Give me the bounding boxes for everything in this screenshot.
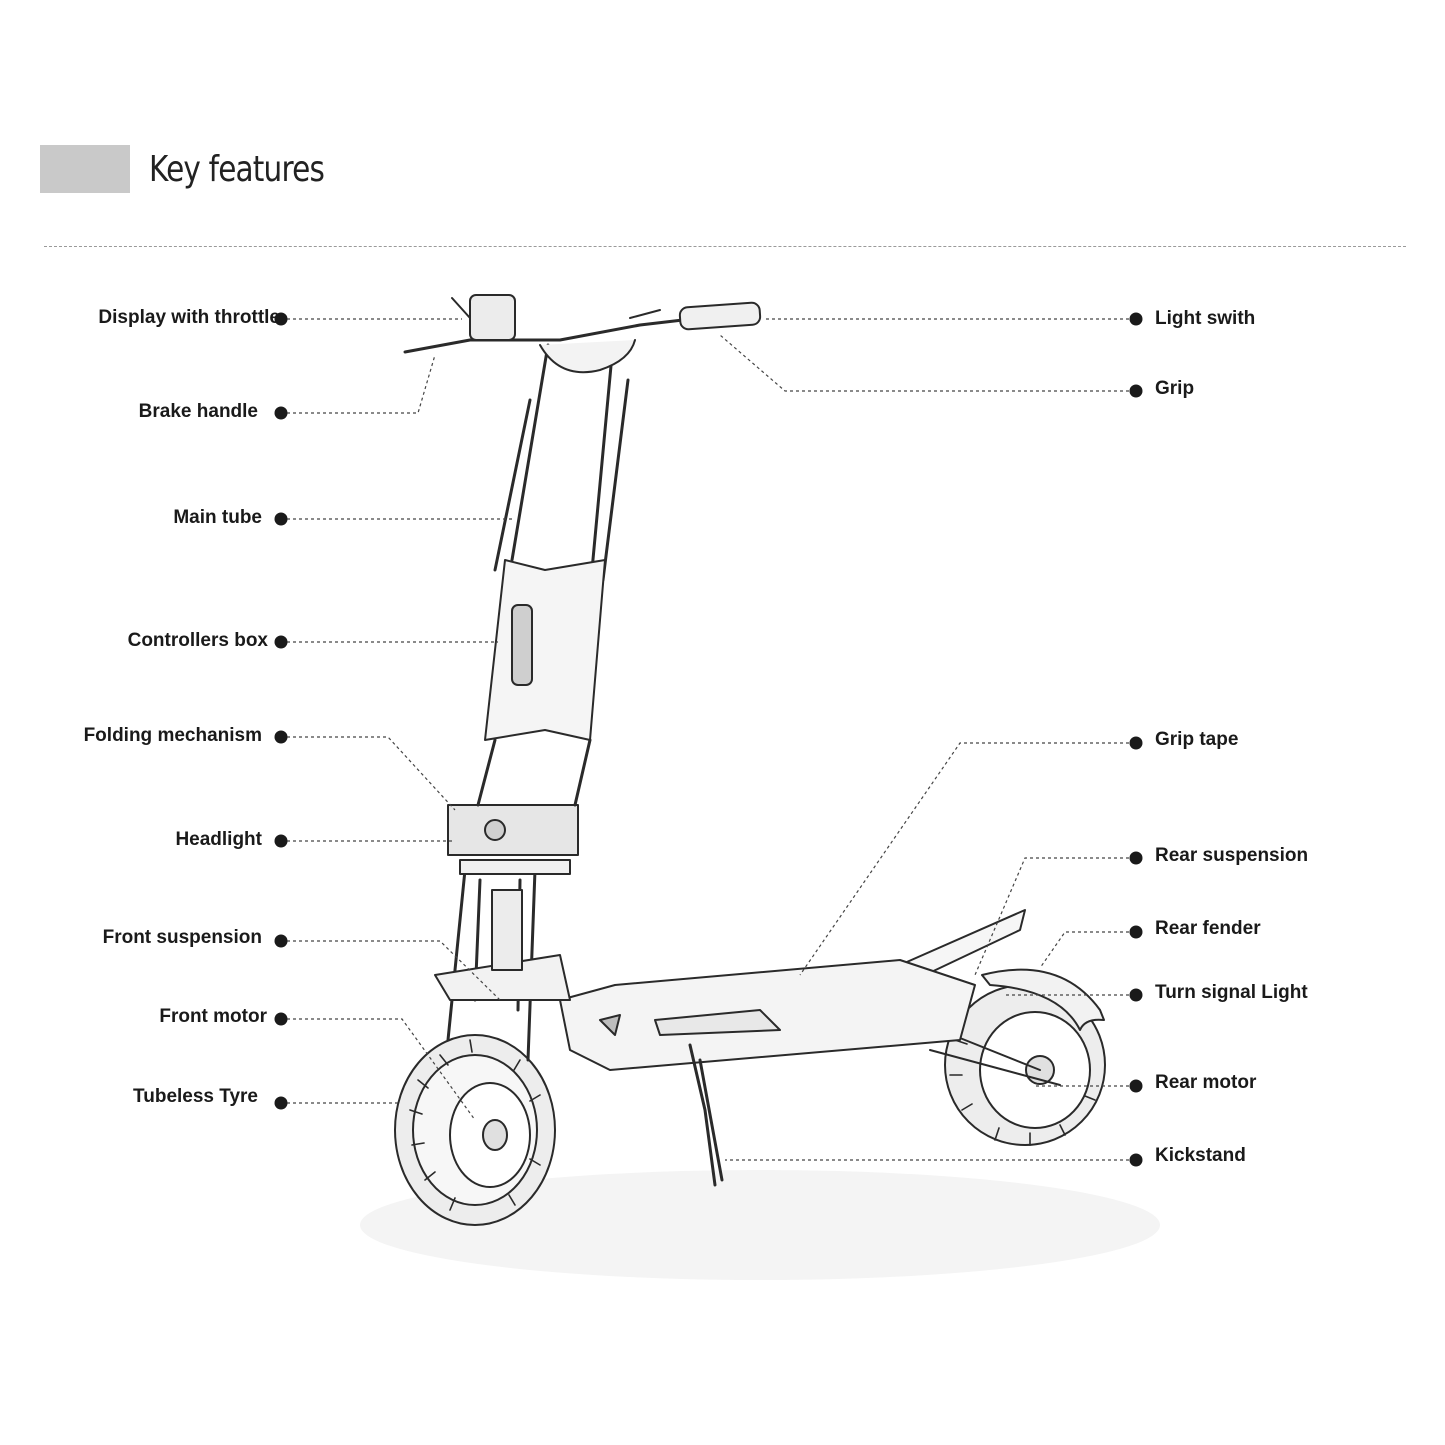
label-brake-handle: Brake handle [138,401,258,422]
bullet-turn-signal [1129,988,1143,1002]
leader-rear-suspension [974,857,1129,976]
rear-wheel [944,984,1106,1146]
leader-grip [719,334,1129,392]
folding-mechanism [447,804,579,856]
header-divider [44,246,1406,247]
label-front-suspension: Front suspension [102,927,262,948]
leader-front-motor [287,1018,476,1121]
bullet-headlight [274,834,288,848]
kickstand [688,1043,724,1187]
main-tube [493,343,630,582]
leader-lines [287,318,1129,1161]
deck [559,959,976,1071]
page-title: Key features [149,149,325,190]
handlebar [403,316,702,354]
bullet-rear-suspension [1129,851,1143,865]
bullet-grip-tape [1129,736,1143,750]
bullet-kickstand [1129,1153,1143,1167]
header-color-block [40,145,130,193]
bullets [274,312,1143,1167]
leader-folding [287,736,456,811]
bullet-grip [1129,384,1143,398]
label-front-motor: Front motor [159,1006,267,1027]
label-rear-fender: Rear fender [1155,918,1261,939]
label-kickstand: Kickstand [1155,1145,1246,1166]
label-light-swith: Light swith [1155,308,1256,329]
bullet-display [274,312,288,326]
label-grip-tape: Grip tape [1155,729,1239,750]
scooter-illustration [394,294,1106,1226]
display [469,294,516,341]
bullet-controllers [274,635,288,649]
label-folding-mechanism: Folding mechanism [83,725,262,746]
leader-grip-tape [799,742,1129,976]
bullet-front-motor [274,1012,288,1026]
label-display-with-throttle: Display with throttle [98,307,280,328]
bullet-tyre [274,1096,288,1110]
label-turn-signal-light: Turn signal Light [1155,982,1308,1003]
bullet-main-tube [274,512,288,526]
bullet-light-switch [1129,312,1143,326]
leader-brake [287,354,436,414]
ground-shadow [360,1170,1160,1280]
label-main-tube: Main tube [173,507,262,528]
label-rear-motor: Rear motor [1155,1072,1257,1093]
bullet-folding [274,730,288,744]
label-grip: Grip [1155,378,1195,399]
label-rear-suspension: Rear suspension [1155,845,1309,866]
label-headlight: Headlight [175,829,262,850]
label-tubeless-tyre: Tubeless Tyre [133,1086,258,1107]
grip [678,301,762,331]
bullet-brake [274,406,288,420]
leader-front-suspension [287,940,501,1001]
bullet-rear-motor [1129,1079,1143,1093]
controllers-box [484,559,606,741]
front-wheel [394,1034,556,1226]
bullet-front-suspension [274,934,288,948]
leader-rear-fender [1039,931,1129,969]
bullet-rear-fender [1129,925,1143,939]
label-controllers-box: Controllers box [127,630,268,651]
